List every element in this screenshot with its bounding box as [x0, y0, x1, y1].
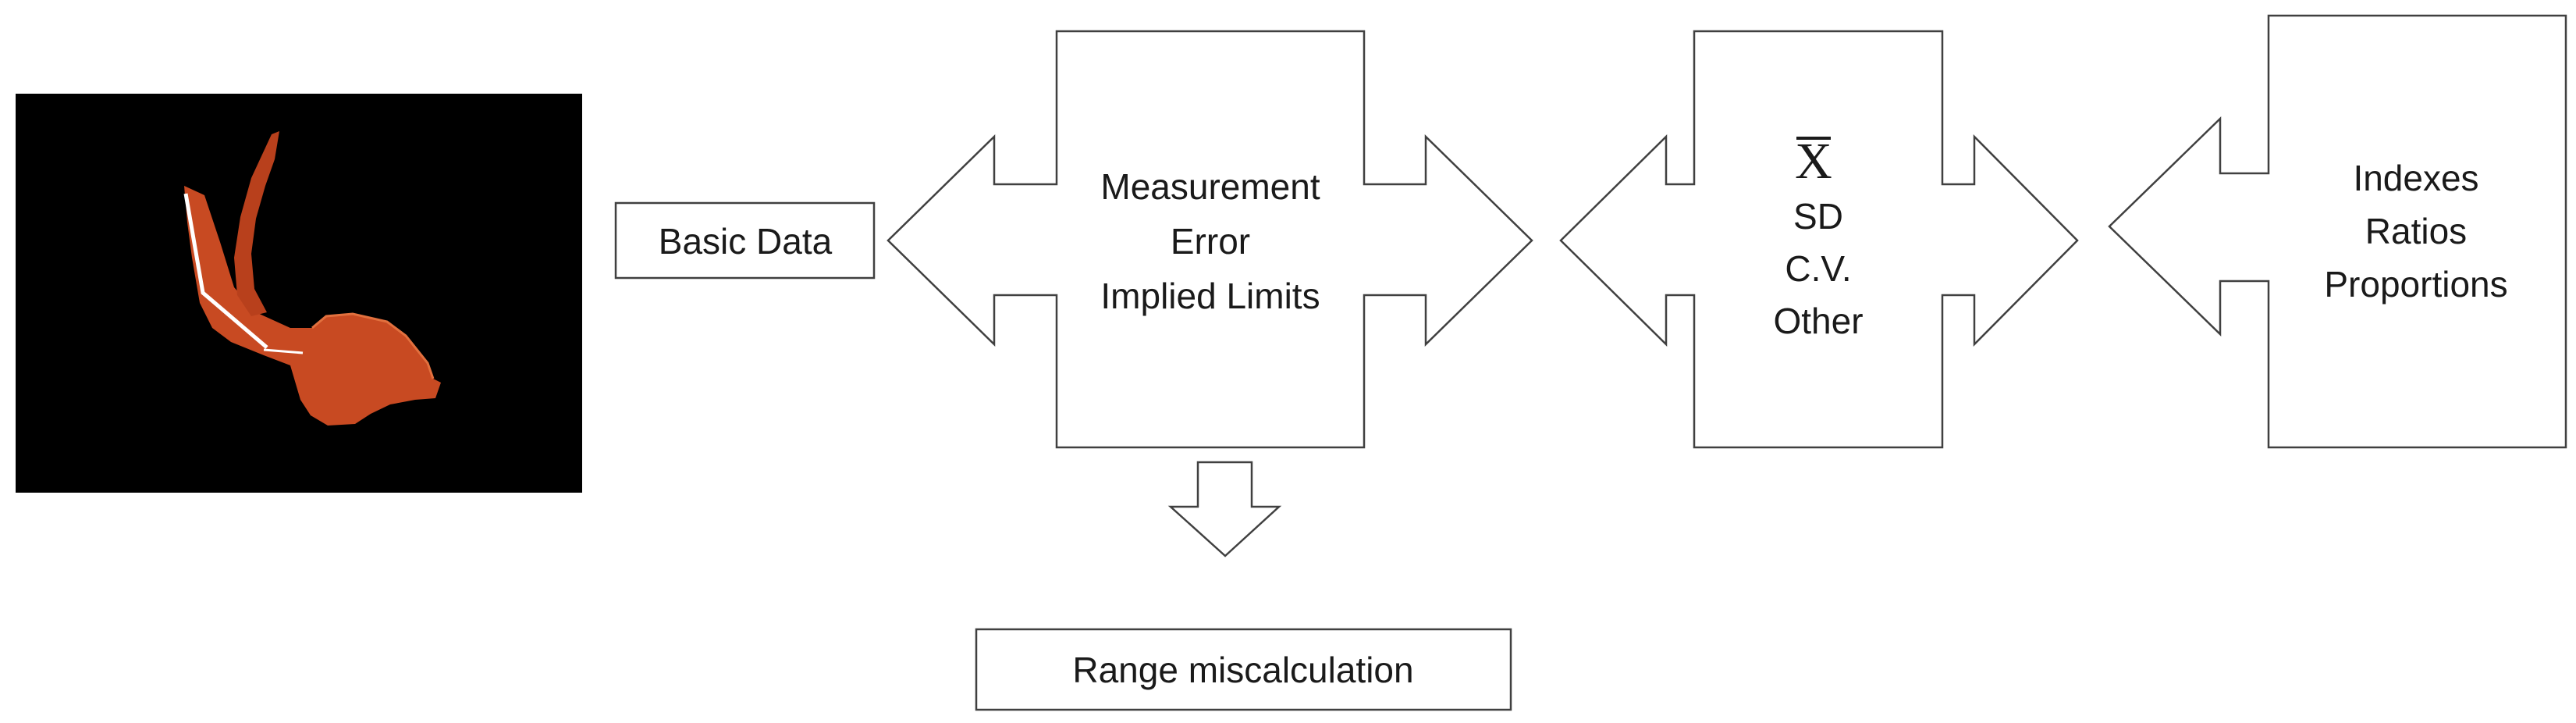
indexes-callout — [2108, 14, 2567, 449]
statistics-node: X SD C.V. Other — [1559, 30, 2079, 449]
indexes-line-1: Indexes — [2353, 158, 2478, 198]
measurement-callout — [886, 30, 1533, 449]
basic-data-label: Basic Data — [659, 221, 833, 262]
measurement-node: Measurement Error Implied Limits — [886, 30, 1533, 449]
range-box — [975, 628, 1512, 711]
range-node: Range miscalculation — [975, 628, 1512, 711]
measurement-line — [183, 193, 268, 349]
measurement-line-3: Implied Limits — [1100, 276, 1320, 316]
mean-symbol: X — [1795, 133, 1832, 190]
specimen-edge — [311, 312, 435, 379]
specimen-photo — [16, 94, 582, 493]
statistics-callout — [1559, 30, 2079, 449]
measurement-line-2: Error — [1171, 221, 1250, 262]
photo-background — [16, 94, 582, 493]
statistics-line-1: SD — [1793, 196, 1843, 237]
measurement-line-1: Measurement — [1100, 166, 1320, 207]
basic-data-box — [614, 201, 876, 280]
basic-data-node: Basic Data — [614, 201, 876, 280]
claw-finger — [234, 131, 279, 316]
statistics-line-3: Other — [1773, 301, 1863, 341]
measurement-line-end — [263, 348, 304, 354]
claw-specimen — [184, 186, 441, 426]
indexes-line-2: Ratios — [2365, 211, 2467, 251]
down-arrow — [1167, 461, 1282, 557]
indexes-node: Indexes Ratios Proportions — [2108, 14, 2567, 449]
statistics-line-2: C.V. — [1785, 248, 1851, 289]
range-label: Range miscalculation — [1072, 650, 1413, 690]
indexes-line-3: Proportions — [2324, 264, 2507, 305]
